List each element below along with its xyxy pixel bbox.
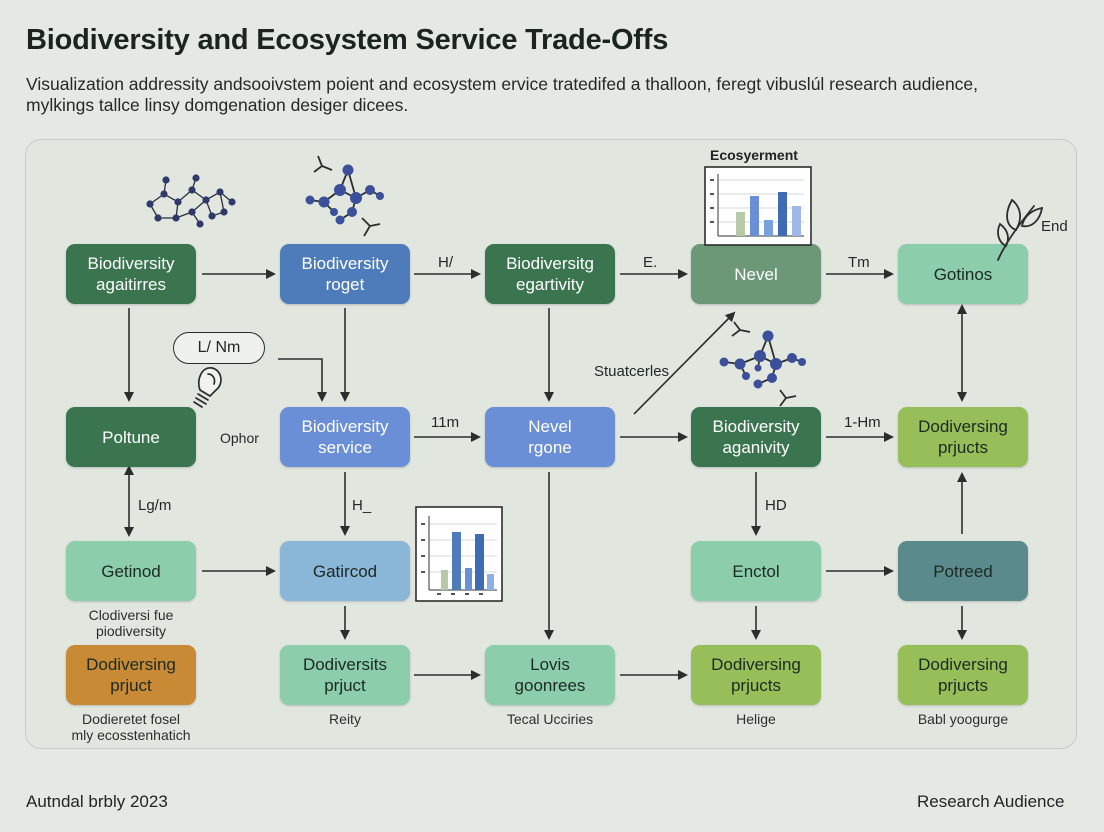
edge-label-e: E. [643, 254, 658, 271]
page-subtitle: Visualization addressity andsooivstem po… [26, 74, 979, 115]
edge-label-hd: HD [765, 497, 787, 514]
caption-col3-bottom: Tecal Ucciries [506, 711, 594, 727]
molecule-icon-3 [719, 321, 806, 407]
edge-label-h-slash: H/ [438, 254, 453, 271]
node-r2c2: Biodiversity service [280, 407, 410, 467]
mini-bar-chart-icon-2 [415, 506, 503, 602]
node-r2c5: Dodiversing prjucts [898, 407, 1028, 467]
footer-left: Autndal brbly 2023 [26, 792, 168, 811]
edge-label-end: End [1041, 218, 1068, 235]
edge-label-tm: Tm [848, 254, 870, 271]
edge-label-ophor: Ophor [220, 430, 259, 446]
node-r4c4: Dodiversing prjucts [691, 645, 821, 705]
node-r1c3: Biodiversitg egartivity [485, 244, 615, 304]
edge-label-h-underscore: H_ [352, 497, 372, 514]
caption-col2-bottom: Reity [329, 711, 361, 727]
node-r4c5: Dodiversing prjucts [898, 645, 1028, 705]
edge-label-lgm: Lg/m [138, 497, 172, 514]
edge-label-11m: 11m [431, 414, 460, 431]
node-r3c1: Getinod [66, 541, 196, 601]
node-r1c4: Nevel [691, 244, 821, 304]
pill-label: L/ Nm [173, 332, 265, 364]
node-r1c2: Biodiversity roget [280, 244, 410, 304]
edge-label-stuatcerles: Stuatcerles [594, 363, 670, 380]
node-r3c4: Enctol [691, 541, 821, 601]
node-r1c5: Gotinos [898, 244, 1028, 304]
molecule-icon-2 [305, 155, 384, 237]
node-r3c2: Gatircod [280, 541, 410, 601]
node-r2c3: Nevel rgone [485, 407, 615, 467]
node-r1c1: Biodiversity agaitirres [66, 244, 196, 304]
node-r2c1: Poltune [66, 407, 196, 467]
node-r2c4: Biodiversity aganivity [691, 407, 821, 467]
caption-col1-bottom: Dodieretet fosel mly ecosstenhatich [71, 711, 191, 743]
caption-col5-bottom: Babl yoogurge [917, 711, 1009, 727]
mini-bar-chart-icon [704, 166, 812, 246]
node-r4c2: Dodiversits prjuct [280, 645, 410, 705]
edge-label-1hm: 1-Hm [844, 414, 881, 431]
molecule-icon [146, 174, 236, 228]
chart-title-ecosyerment: Ecosyerment [710, 147, 798, 163]
page-title: Biodiversity and Ecosystem Service Trade… [26, 24, 669, 56]
caption-col4-bottom: Helige [736, 711, 776, 727]
caption-getinod: Clodiversi fue piodiversity [88, 607, 174, 639]
node-r4c1: Dodiversing prjuct [66, 645, 196, 705]
footer-right: Research Audience [917, 792, 1065, 811]
lightbulb-icon [193, 367, 222, 408]
node-r4c3: Lovis goonrees [485, 645, 615, 705]
node-r3c5: Potreed [898, 541, 1028, 601]
leaf-icon [997, 198, 1044, 261]
